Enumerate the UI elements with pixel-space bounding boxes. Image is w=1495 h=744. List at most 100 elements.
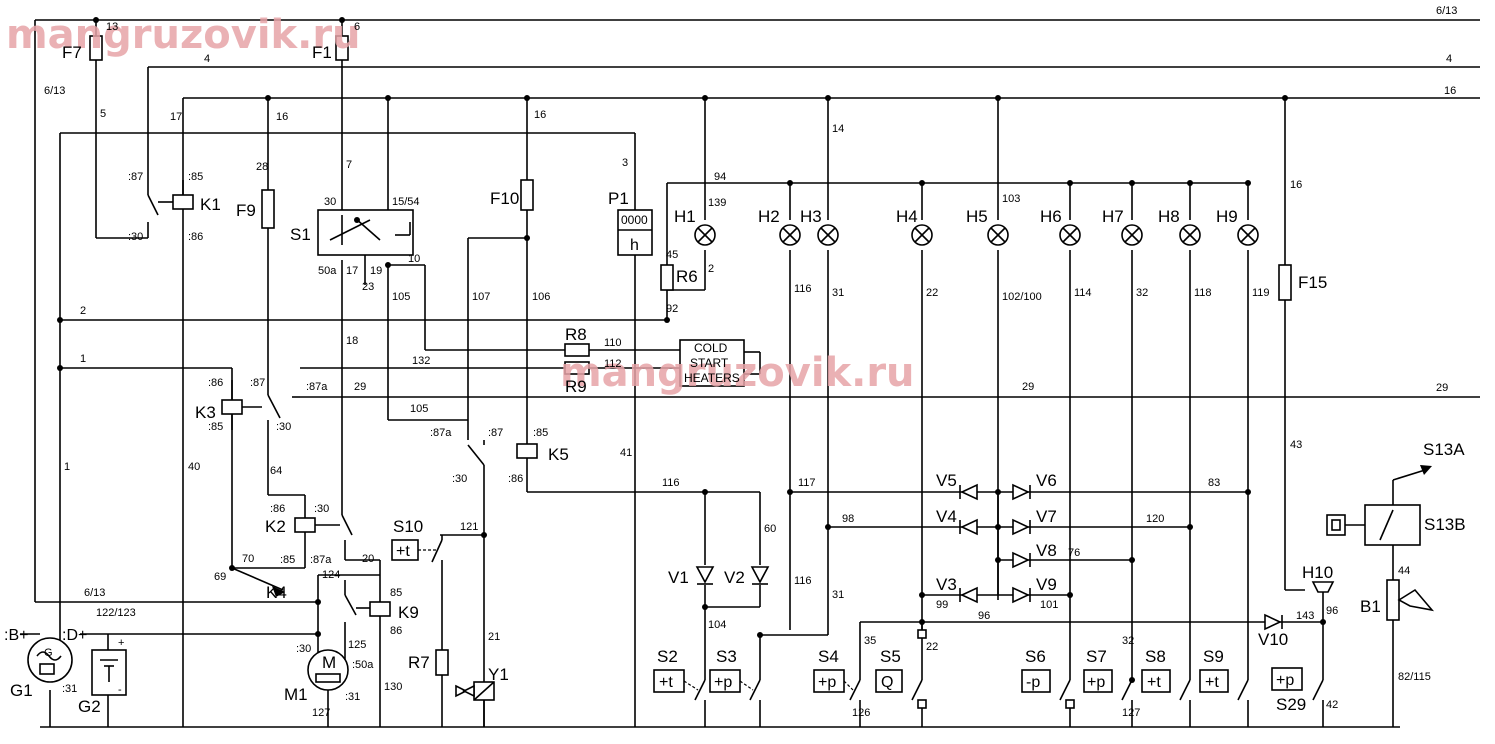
s8-box-text: +t (1147, 674, 1161, 691)
svg-text:7: 7 (346, 159, 352, 171)
sensor-b1 (1386, 579, 1435, 621)
resistor-r7 (435, 649, 449, 676)
label-g1: G1 (10, 681, 33, 700)
svg-text:60: 60 (764, 523, 776, 535)
svg-text::86: :86 (270, 503, 285, 515)
svg-text::87: :87 (128, 171, 143, 183)
p1-unit-text: h (630, 237, 639, 254)
ignition-switch-s1 (317, 209, 414, 256)
diode-v7 (1012, 518, 1031, 536)
svg-text:117: 117 (798, 477, 816, 489)
svg-text::87a: :87a (306, 381, 328, 393)
label-s13b: S13B (1424, 515, 1466, 534)
label-k5: K5 (548, 445, 569, 464)
label-h6: H6 (1040, 207, 1062, 226)
svg-text:101: 101 (1040, 599, 1058, 611)
diode-v1 (695, 566, 715, 585)
svg-text::30: :30 (314, 503, 329, 515)
label-k2: K2 (265, 517, 286, 536)
label-h7: H7 (1102, 207, 1124, 226)
svg-text:94: 94 (714, 171, 726, 183)
solenoid-y1 (455, 681, 495, 727)
hour-meter-p1 (617, 209, 653, 256)
label-h5: H5 (966, 207, 988, 226)
s4-box-text: +p (818, 674, 836, 691)
switch-s3 (709, 669, 761, 701)
svg-text:3: 3 (622, 157, 628, 169)
svg-text:17: 17 (346, 265, 358, 277)
label-v6: V6 (1036, 471, 1057, 490)
k5-wires (440, 98, 761, 727)
diode-v4 (959, 518, 978, 536)
switch-s5 (875, 669, 923, 701)
component-labels: F7 F1 K1 F9 S1 F10 P1 R6 R8 R9 H1 H2 H3 … (10, 43, 1466, 716)
svg-text:22: 22 (926, 287, 938, 299)
svg-text:110: 110 (604, 337, 622, 349)
label-v8: V8 (1036, 541, 1057, 560)
fuse-f1 (335, 35, 349, 61)
label-s4: S4 (818, 647, 839, 666)
svg-text:125: 125 (348, 639, 366, 651)
label-k1: K1 (200, 195, 221, 214)
lamps (694, 224, 1259, 246)
svg-text:41: 41 (620, 447, 632, 459)
svg-text:1: 1 (64, 461, 70, 473)
label-m: M (322, 653, 336, 672)
relay-k2 (294, 500, 353, 550)
pin-labels: :87 :85 :30 :86 :86 :87 :87a :85 :30 :86… (4, 171, 548, 703)
sensor-plugs (917, 629, 1075, 709)
svg-text::85: :85 (533, 427, 548, 439)
svg-text:99: 99 (936, 599, 948, 611)
label-v10: V10 (1258, 630, 1288, 649)
svg-text:18: 18 (346, 335, 358, 347)
s1-wires (300, 98, 565, 421)
label-v2: V2 (724, 568, 745, 587)
label-k9: K9 (398, 603, 419, 622)
svg-text:104: 104 (708, 619, 726, 631)
svg-text:15/54: 15/54 (392, 196, 420, 208)
svg-text:20: 20 (362, 553, 374, 565)
svg-text:116: 116 (794, 283, 812, 295)
label-r9: R9 (565, 377, 587, 396)
lamp-h7 (1121, 224, 1143, 246)
svg-text:31: 31 (832, 287, 844, 299)
svg-text:130: 130 (384, 681, 402, 693)
fuse-f10 (520, 179, 534, 211)
label-v1: V1 (668, 568, 689, 587)
svg-text:120: 120 (1146, 513, 1164, 525)
lamp-h5 (987, 224, 1009, 246)
diodes (695, 483, 1283, 631)
svg-text:116: 116 (794, 575, 812, 587)
svg-text::30: :30 (128, 231, 143, 243)
relay-k1 (147, 180, 194, 238)
lamp-h2 (779, 224, 801, 246)
svg-text:107: 107 (472, 291, 490, 303)
svg-text:21: 21 (488, 631, 500, 643)
svg-text:112: 112 (604, 358, 622, 370)
svg-text:29: 29 (354, 381, 366, 393)
svg-text:2: 2 (80, 305, 86, 317)
gen-area-wires (20, 550, 381, 727)
svg-text:50a: 50a (318, 265, 337, 277)
diode-v9 (1012, 586, 1031, 604)
label-h9: H9 (1216, 207, 1238, 226)
svg-text:96: 96 (978, 610, 990, 622)
svg-text:119: 119 (1252, 287, 1270, 299)
svg-text:22: 22 (926, 641, 938, 653)
s3-box-text: +p (714, 674, 732, 691)
horn-h10 (1311, 581, 1335, 602)
cold-start-line2: START (690, 356, 729, 370)
label-v9: V9 (1036, 575, 1057, 594)
diode-v3 (959, 586, 978, 604)
switch-box-texts: +t +p +p Q -p +p +t +t +t +p 0000 h COLD… (396, 213, 1294, 691)
s9-box-text: +t (1205, 674, 1219, 691)
label-v5: V5 (936, 471, 957, 490)
wire-labels: 6/13 4 16 29 13 6 4 5 17 16 28 7 16 14 3… (44, 5, 1457, 719)
label-k3: K3 (195, 403, 216, 422)
left-wires (34, 20, 667, 727)
cold-start-heaters-box (589, 339, 761, 387)
switch-s8 (1141, 669, 1191, 701)
svg-text:116: 116 (662, 477, 680, 489)
svg-text:143: 143 (1296, 610, 1314, 622)
